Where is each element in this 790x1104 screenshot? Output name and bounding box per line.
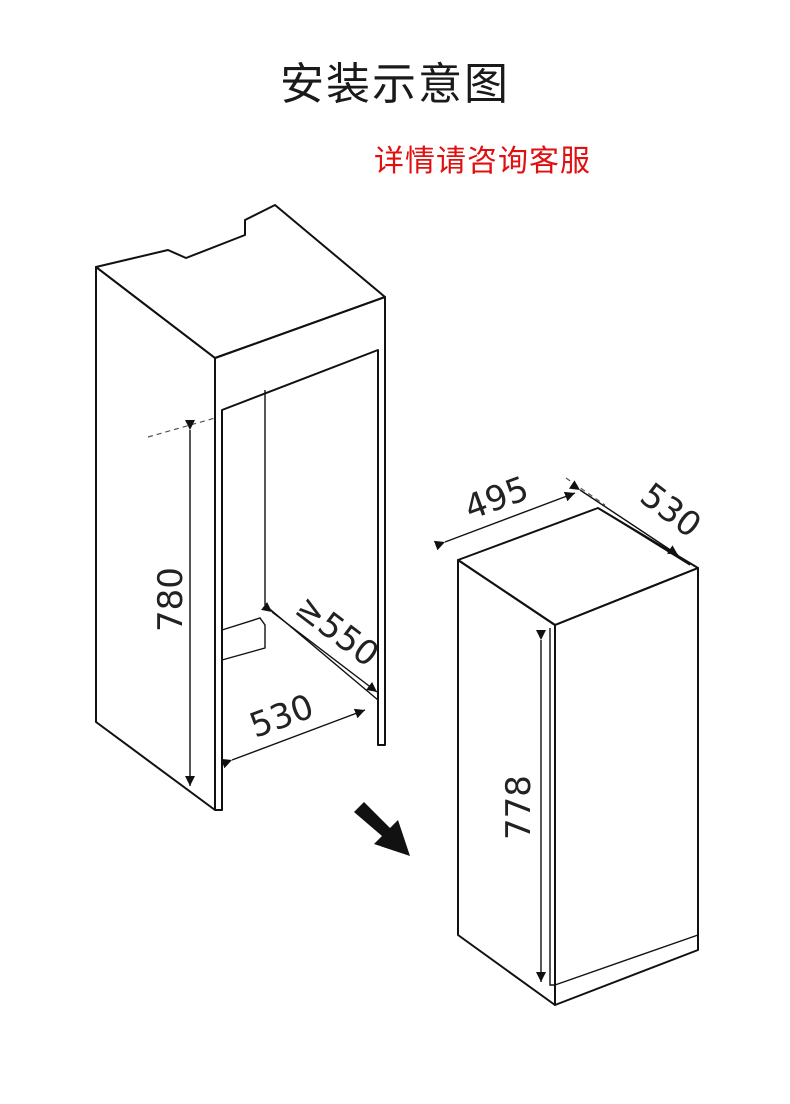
- cabinet-height-dimension: 780: [147, 417, 216, 786]
- appliance-height-dimension: 778: [499, 630, 546, 982]
- appliance-depth-dimension: 530: [568, 475, 708, 556]
- cabinet-depth-dimension: ≥550: [261, 587, 386, 693]
- cabinet-width-label: 530: [244, 687, 319, 747]
- appliance-outline: [457, 507, 699, 1006]
- page-title: 安装示意图: [280, 59, 510, 110]
- contact-note: 详情请咨询客服: [374, 144, 591, 179]
- cabinet-width-dimension: 530: [220, 687, 366, 769]
- appliance-height-label: 778: [499, 775, 539, 840]
- cabinet-height-label: 780: [151, 567, 191, 632]
- appliance-width-label: 495: [459, 469, 534, 529]
- arrow-down-right-icon: [354, 802, 410, 856]
- appliance-width-dimension: 495: [433, 469, 606, 551]
